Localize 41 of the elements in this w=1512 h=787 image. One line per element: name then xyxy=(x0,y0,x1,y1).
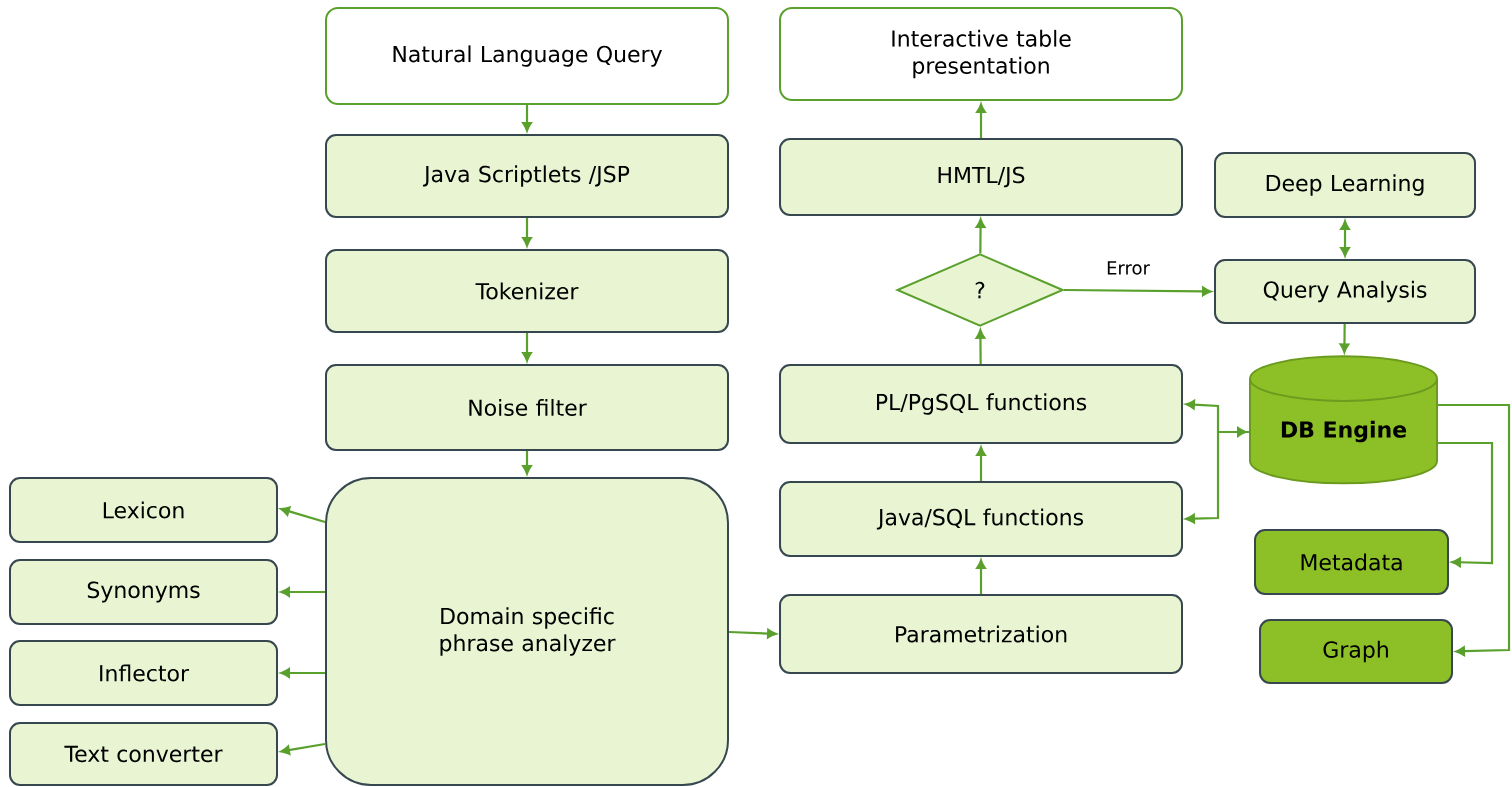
arrow xyxy=(976,446,986,481)
data-box: Graph xyxy=(1259,619,1453,684)
process-box: Synonyms xyxy=(9,559,278,625)
process-box: PL/PgSQL functions xyxy=(779,364,1183,444)
process-box: Natural Language Query xyxy=(325,7,729,105)
process-box: Query Analysis xyxy=(1214,259,1476,324)
process-box: Inflector xyxy=(9,640,278,706)
process-box: Lexicon xyxy=(9,477,278,543)
arrow xyxy=(975,329,986,364)
edge-label: Error xyxy=(1104,259,1152,277)
arrow xyxy=(1064,286,1212,297)
data-box: Metadata xyxy=(1254,529,1449,595)
arrow xyxy=(280,587,325,597)
arrow xyxy=(1438,403,1511,657)
arrow xyxy=(1339,324,1350,353)
arrow xyxy=(522,105,532,132)
process-box: Interactive table presentation xyxy=(779,7,1183,101)
database-cylinder: DB Engine xyxy=(1249,355,1438,485)
process-box: Tokenizer xyxy=(325,249,729,333)
arrow xyxy=(280,668,325,678)
arrow xyxy=(522,218,532,247)
process-box: Parametrization xyxy=(779,594,1183,674)
arrow xyxy=(1438,441,1494,568)
arrow xyxy=(976,559,986,594)
process-box: Noise filter xyxy=(325,364,729,451)
arrow xyxy=(1185,399,1247,437)
process-box: HMTL/JS xyxy=(779,138,1183,216)
arrow xyxy=(522,333,532,362)
arrow xyxy=(975,218,986,254)
arrow xyxy=(1185,430,1249,524)
arrow xyxy=(1340,220,1350,257)
arrow xyxy=(280,506,326,524)
process-box: Domain specific phrase analyzer xyxy=(325,477,729,786)
process-box: Deep Learning xyxy=(1214,152,1476,218)
arrow xyxy=(728,628,777,639)
arrow xyxy=(280,742,326,755)
arrow xyxy=(522,451,532,475)
process-box: Text converter xyxy=(9,722,278,786)
process-box: Java Scriptlets /JSP xyxy=(325,134,729,218)
arrow xyxy=(976,103,986,138)
process-box: Java/SQL functions xyxy=(779,481,1183,557)
